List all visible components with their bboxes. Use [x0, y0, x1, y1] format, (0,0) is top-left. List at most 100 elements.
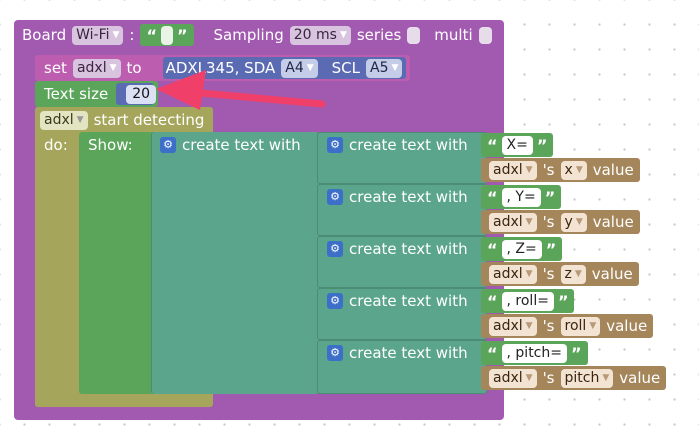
chevron-down-icon: ▼	[525, 216, 533, 227]
sensor-value-getter[interactable]: adxl ▼ 's roll ▼ value	[481, 314, 654, 338]
value-label: value	[591, 265, 633, 283]
possessive-label: 's	[542, 317, 555, 335]
axis-value: x	[564, 161, 573, 178]
create-text-row: ⚙ create text with	[327, 343, 468, 363]
text-literal-field[interactable]: , Y=	[501, 187, 541, 207]
create-text-row: ⚙ create text with	[327, 239, 468, 259]
scl-pin-value: A5	[370, 59, 389, 76]
do-row: do:	[44, 134, 68, 156]
multi-checkbox[interactable]	[478, 26, 492, 44]
text-literal[interactable]: “ , pitch= ”	[481, 341, 588, 365]
axis-value: pitch	[564, 369, 600, 386]
sda-pin-dropdown[interactable]: A4 ▼	[281, 58, 318, 78]
chevron-down-icon: ▼	[112, 29, 120, 40]
chevron-down-icon: ▼	[589, 320, 597, 331]
open-quote-icon: “	[487, 239, 498, 259]
open-quote-icon: “	[487, 187, 498, 207]
sensor-value-getter[interactable]: adxl ▼ 's pitch ▼ value	[481, 366, 667, 390]
outer-create-text-block[interactable]	[151, 132, 319, 394]
open-quote-icon: “	[487, 291, 498, 311]
axis-dropdown[interactable]: x ▼	[560, 160, 587, 180]
text-literal-field[interactable]: , pitch=	[501, 343, 567, 363]
getter-var-dropdown[interactable]: adxl ▼	[489, 160, 537, 180]
gear-icon[interactable]: ⚙	[327, 189, 343, 205]
text-literal[interactable]: “ , Z= ”	[481, 237, 563, 261]
create-text-row: ⚙ create text with	[327, 291, 468, 311]
set-row: set adxl ▼ to ADXL345, SDA A4 ▼ SCL A5 ▼	[44, 57, 403, 79]
axis-dropdown[interactable]: roll ▼	[560, 316, 601, 336]
set-var-value: adxl	[76, 59, 107, 76]
chevron-down-icon: ▼	[574, 268, 582, 279]
chevron-down-icon: ▼	[391, 62, 399, 73]
set-var-dropdown[interactable]: adxl ▼	[72, 58, 121, 78]
scl-label: SCL	[331, 59, 361, 77]
text-size-row: Text size 20	[44, 83, 157, 105]
chevron-down-icon: ▼	[602, 372, 610, 383]
open-quote-icon: “	[487, 135, 498, 155]
sampling-dropdown[interactable]: 20 ms ▼	[289, 25, 351, 45]
gear-icon[interactable]: ⚙	[160, 137, 176, 153]
open-quote-icon: “	[146, 25, 157, 45]
scl-pin-dropdown[interactable]: A5 ▼	[366, 58, 403, 78]
getter-var-value: adxl	[493, 213, 523, 230]
axis-dropdown[interactable]: z ▼	[560, 264, 586, 284]
series-label: series	[356, 26, 402, 44]
start-detecting-label: start detecting	[93, 111, 205, 129]
value-label: value	[619, 369, 661, 387]
detect-var-dropdown[interactable]: adxl ▼	[40, 110, 88, 130]
close-quote-icon: ”	[545, 239, 557, 259]
getter-var-dropdown[interactable]: adxl ▼	[489, 368, 537, 388]
create-text-block[interactable]	[317, 184, 487, 236]
sensor-value-getter[interactable]: adxl ▼ 's z ▼ value	[481, 262, 639, 286]
sensor-value-getter[interactable]: adxl ▼ 's y ▼ value	[481, 210, 640, 234]
detect-header: adxl ▼ start detecting	[40, 109, 204, 131]
chevron-down-icon: ▼	[525, 320, 533, 331]
chevron-down-icon: ▼	[525, 268, 533, 279]
gear-icon[interactable]: ⚙	[327, 345, 343, 361]
getter-var-dropdown[interactable]: adxl ▼	[489, 212, 537, 232]
create-text-block[interactable]	[317, 236, 487, 288]
close-quote-icon: ”	[536, 135, 548, 155]
chevron-down-icon: ▼	[339, 29, 347, 40]
possessive-label: 's	[542, 161, 555, 179]
red-arrow-icon	[156, 70, 326, 110]
getter-var-value: adxl	[493, 161, 523, 178]
chevron-down-icon: ▼	[575, 216, 583, 227]
possessive-label: 's	[542, 265, 555, 283]
create-text-block[interactable]	[317, 132, 487, 184]
axis-dropdown[interactable]: y ▼	[560, 212, 587, 232]
create-text-label: create text with	[349, 292, 468, 310]
show-block[interactable]	[79, 132, 161, 394]
sensor-value-getter[interactable]: adxl ▼ 's x ▼ value	[481, 158, 640, 182]
to-label: to	[126, 59, 142, 77]
value-label: value	[592, 161, 634, 179]
getter-var-dropdown[interactable]: adxl ▼	[489, 264, 537, 284]
open-quote-icon: “	[487, 343, 498, 363]
device-id-field[interactable]	[161, 25, 173, 45]
getter-var-dropdown[interactable]: adxl ▼	[489, 316, 537, 336]
value-label: value	[606, 317, 648, 335]
text-size-input[interactable]: 20	[126, 84, 157, 104]
text-literal[interactable]: “ , Y= ”	[481, 185, 562, 209]
gear-icon[interactable]: ⚙	[327, 293, 343, 309]
chevron-down-icon: ▼	[575, 164, 583, 175]
series-checkbox[interactable]	[407, 26, 421, 44]
gear-icon[interactable]: ⚙	[327, 241, 343, 257]
text-literal-field[interactable]: X=	[501, 135, 533, 155]
getter-var-value: adxl	[493, 369, 523, 386]
possessive-label: 's	[542, 369, 555, 387]
set-label: set	[44, 59, 67, 77]
create-text-block[interactable]	[317, 340, 487, 394]
create-text-label: create text with	[349, 136, 468, 154]
text-literal[interactable]: “ , roll= ”	[481, 289, 575, 313]
text-literal-field[interactable]: , Z=	[501, 239, 542, 259]
text-literal[interactable]: “ X= ”	[481, 133, 554, 157]
gear-icon[interactable]: ⚙	[327, 137, 343, 153]
chevron-down-icon: ▼	[76, 114, 84, 125]
text-literal-field[interactable]: , roll=	[501, 291, 554, 311]
axis-dropdown[interactable]: pitch ▼	[560, 368, 614, 388]
connection-value: Wi-Fi	[76, 26, 110, 43]
create-text-block[interactable]	[317, 288, 487, 340]
connection-dropdown[interactable]: Wi-Fi ▼	[72, 25, 124, 45]
device-id-string[interactable]: “ ”	[140, 24, 194, 46]
